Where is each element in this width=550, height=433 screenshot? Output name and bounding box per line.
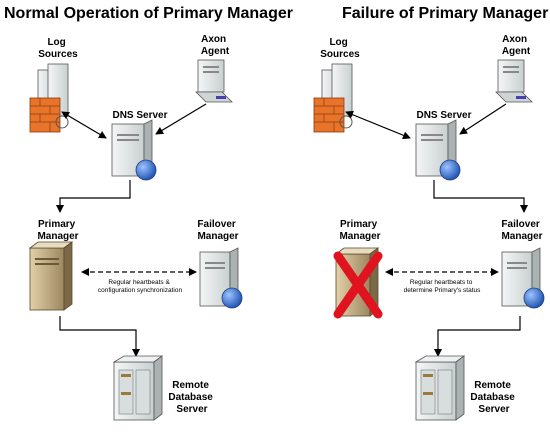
dns-server-icon (415, 119, 461, 181)
dns-server-icon (111, 119, 157, 181)
log-dns-arrow (61, 111, 107, 139)
log-sources-icon (313, 63, 353, 133)
panel-normal: Normal Operation of Primary Manager Log … (4, 5, 293, 421)
heartbeat-text: Regular heartbeats to determine Primary'… (404, 279, 481, 294)
panel-failure: Failure of Primary Manager Log Sources A… (313, 5, 548, 421)
agent-dns-arrow (459, 103, 507, 135)
failover-manager-icon (501, 247, 545, 309)
panel-title: Normal Operation of Primary Manager (4, 5, 293, 22)
axon-agent-icon (195, 59, 233, 103)
primary-manager-icon (28, 241, 74, 311)
log-sources-label: Log Sources (320, 37, 360, 60)
axon-agent-icon (495, 59, 533, 103)
log-dns-arrow (345, 110, 411, 140)
failover-manager-label: Failover Manager (501, 219, 542, 242)
panel-title: Failure of Primary Manager (342, 5, 548, 22)
failover-manager-label: Failover Manager (197, 219, 238, 242)
agent-dns-arrow (155, 103, 207, 135)
failure-x-icon (333, 251, 383, 319)
remote-db-label: Remote Database Server (168, 380, 215, 415)
primary-db-arrow (59, 316, 140, 357)
dns-failover-arrow (433, 180, 528, 213)
remote-db-label: Remote Database Server (470, 380, 517, 415)
axon-agent-label: Axon Agent (201, 34, 230, 57)
database-server-icon (414, 355, 466, 421)
failover-db-arrow (434, 316, 521, 357)
primary-manager-label: Primary Manager (339, 219, 380, 242)
failover-manager-icon (199, 247, 243, 309)
dns-primary-arrow (56, 180, 131, 213)
heartbeat-text: Regular heartbeats & configuration synch… (98, 279, 183, 294)
axon-agent-label: Axon Agent (502, 34, 531, 57)
log-sources-icon (29, 63, 69, 133)
log-sources-label: Log Sources (38, 37, 78, 60)
dns-server-label: DNS Server (416, 110, 471, 121)
dns-server-label: DNS Server (112, 110, 167, 121)
primary-manager-label: Primary Manager (37, 219, 78, 242)
database-server-icon (112, 355, 164, 421)
